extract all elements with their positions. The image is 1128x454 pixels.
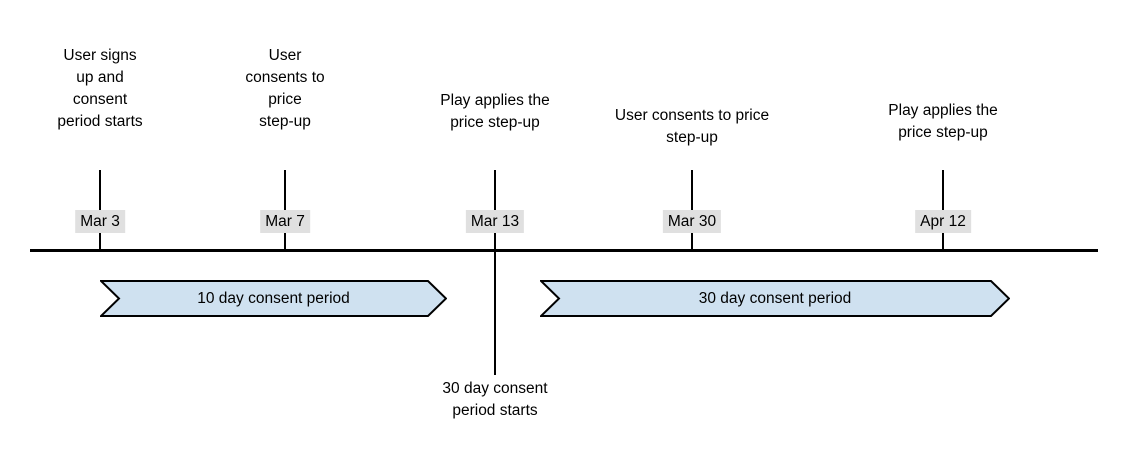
event-date-mar-13: Mar 13 (465, 210, 525, 233)
event-caption-mar-30: User consents to price step-up (614, 107, 770, 146)
event-caption-mar-7: User consents to price step-up (245, 47, 325, 130)
timeline-axis (30, 249, 1098, 252)
event-caption-apr-12: Play applies the price step-up (888, 102, 998, 141)
event-date-mar-3: Mar 3 (75, 210, 125, 233)
period-band-10-day: 10 day consent period (100, 280, 447, 317)
event-date-apr-12: Apr 12 (915, 210, 971, 233)
period-band-30-day: 30 day consent period (540, 280, 1010, 317)
event-caption-mar-13: Play applies the price step-up (440, 92, 550, 131)
event-below-caption-mar-13: 30 day consent period starts (442, 380, 548, 419)
event-tick-mar-13 (494, 170, 496, 375)
event-date-mar-30: Mar 30 (662, 210, 722, 233)
chevron-arrow-icon (100, 280, 447, 317)
event-date-mar-7: Mar 7 (260, 210, 310, 233)
chevron-arrow-icon (540, 280, 1010, 317)
event-caption-mar-3: User signs up and consent period starts (57, 47, 143, 130)
